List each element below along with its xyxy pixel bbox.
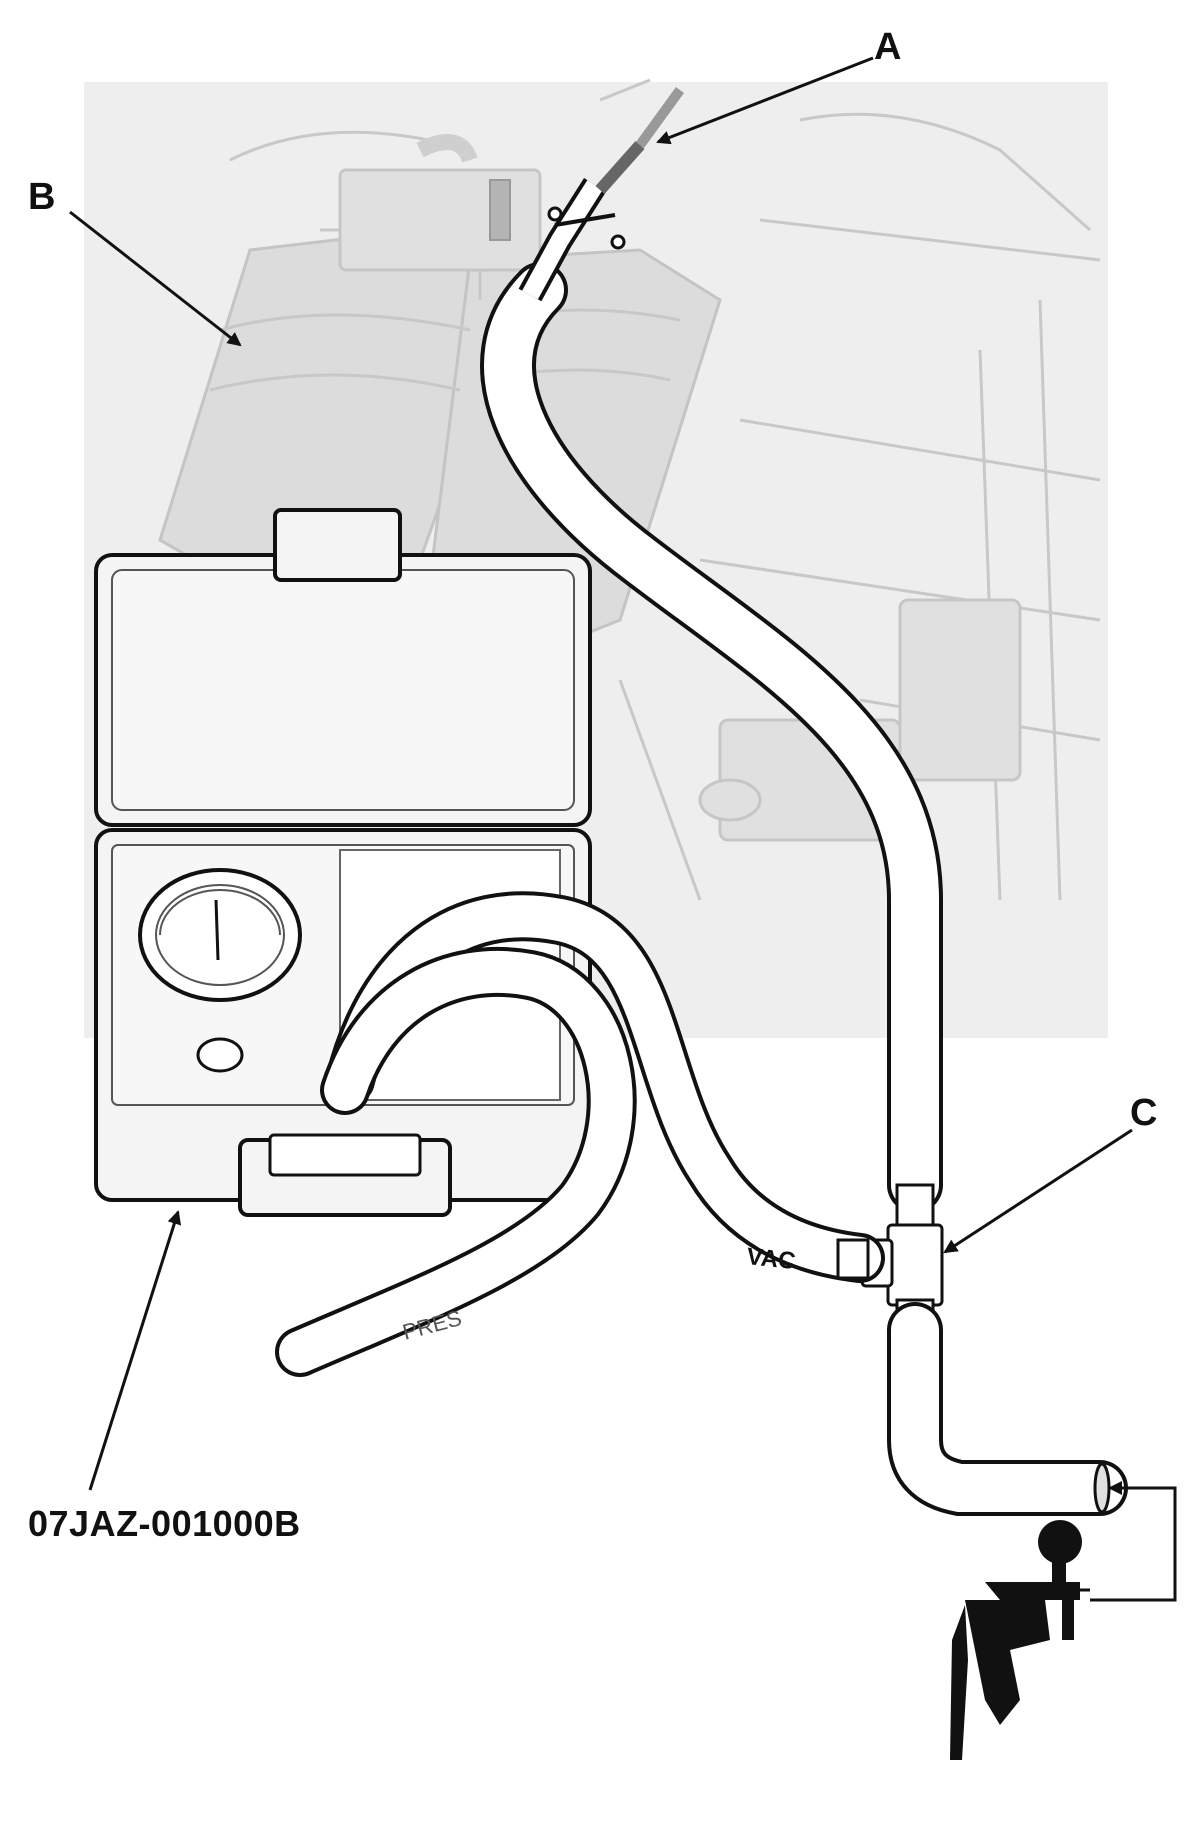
leader-line-b [69, 210, 242, 347]
tester-hoses: VAC PRES [275, 891, 885, 1377]
vac-hose-marking: VAC [745, 1243, 796, 1275]
pump-connection-line [1090, 1481, 1177, 1602]
leader-line-part-number [88, 1210, 182, 1491]
lower-hose [887, 1302, 1128, 1516]
gauge-icon [138, 868, 302, 1002]
leader-line-c [943, 1128, 1133, 1254]
leader-line-a [656, 56, 874, 145]
connector-a [518, 87, 685, 302]
main-hose [480, 87, 943, 1213]
vacuum-pump-icon [950, 1520, 1090, 1760]
callout-a: A [874, 26, 902, 68]
callout-b: B [28, 176, 56, 218]
callout-c: C [1130, 1092, 1158, 1134]
tester-part-number: 07JAZ-001000B [28, 1503, 301, 1544]
